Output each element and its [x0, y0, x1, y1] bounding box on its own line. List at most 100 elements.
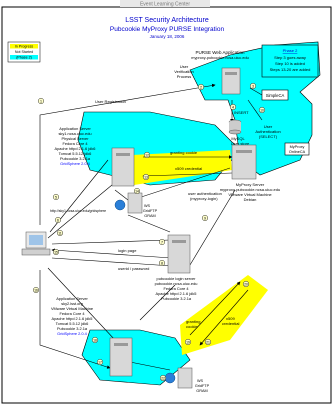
purse-web-label: PURSE Web Application — [196, 50, 245, 55]
step-marker: 3 — [249, 82, 256, 89]
server-icon — [167, 234, 191, 274]
svg-text:19: 19 — [186, 341, 190, 345]
phase2-note-line: Step 3 goes away — [274, 55, 306, 60]
app-server2-line: Pubcookie 3.2.1a — [57, 326, 88, 331]
ws-gram1-line: GRAM — [144, 214, 155, 218]
step-marker: 21 — [204, 339, 211, 346]
edge-auth-select — [247, 99, 263, 121]
phase2-note: Phase 2 Step 3 goes away Step 10 is adde… — [270, 48, 311, 72]
ws-gram1-line: WS — [144, 204, 151, 208]
step-marker: 14 — [133, 187, 140, 194]
app-server2-line: Apache httpd 2.1.6 jdk5 — [52, 316, 93, 321]
app-server2-line: Fedora Core 4 — [59, 311, 85, 316]
label-insert: INSERT — [234, 110, 249, 115]
globe-icon — [164, 372, 176, 384]
ws-gram2-line: GRAM — [196, 389, 207, 393]
label-granting-cookie-bottom-sub: cookie — [186, 324, 198, 329]
label-granting-cookie-bottom: granting — [186, 319, 200, 324]
legend-in-progress-swatch — [10, 44, 38, 49]
edge-granting-cookie-bottom — [189, 281, 241, 336]
svg-text:7: 7 — [161, 241, 163, 245]
step-marker: 18 — [91, 337, 98, 344]
simpleca-label: SimpleCA — [266, 93, 285, 98]
app-server2-line: VMware Virtual Machine — [51, 306, 93, 311]
app-server-1: Application Server sky1.ncsa.uiuc.edu Ph… — [55, 126, 135, 187]
svg-text:2: 2 — [200, 86, 202, 90]
label-user-registration: User Registration — [95, 99, 126, 104]
server-icon — [109, 337, 133, 377]
myproxy-onlineca-label: MyProxy — [290, 145, 305, 149]
ws-gram2-line: GridFTP — [195, 384, 210, 388]
ws-gram2-line: WS — [197, 379, 204, 383]
edge-server2-to-gram — [129, 361, 171, 371]
edge-login-to-server2 — [139, 284, 176, 321]
myproxy-onlineca-label-sub: OnlineCA — [289, 150, 306, 154]
legend-phase2-swatch — [10, 55, 38, 60]
user-auth-line: (SELECT) — [259, 134, 278, 139]
app-server2-line: sky2.lsst.org — [61, 301, 83, 306]
svg-text:17: 17 — [98, 361, 102, 365]
page-subtitle: Pubcookie MyProxy PURSE Integration — [110, 26, 225, 33]
database-icon-body — [229, 122, 241, 132]
svg-text:21: 21 — [206, 341, 210, 345]
svg-text:8: 8 — [161, 262, 163, 266]
edge-left-bottom — [39, 270, 111, 369]
phase2-note-line: Steps 13-20 are added — [270, 67, 311, 72]
server-icon — [127, 192, 143, 214]
edge-userid-password — [51, 257, 173, 268]
mysql-user-store: MySQL User store — [228, 119, 250, 146]
server-icon-drive — [225, 72, 237, 75]
step-marker: 11 — [57, 229, 64, 236]
svg-text:15: 15 — [54, 251, 58, 255]
legend-in-progress: In Progress — [15, 45, 34, 49]
legend-not-started-swatch — [10, 49, 38, 54]
simpleca-box — [261, 89, 289, 101]
svg-text:14: 14 — [135, 190, 139, 194]
database-icon-bottom — [228, 129, 242, 135]
svg-text:4: 4 — [232, 106, 234, 110]
legend-not-started: Not Started — [15, 50, 33, 54]
myproxy-onlineca-box — [284, 142, 310, 156]
step-marker: 9 — [201, 214, 208, 221]
globe-icon — [114, 199, 126, 211]
app-server1-line: Pubcookie 3.2.1a — [60, 156, 91, 161]
phase2-note-line: Phase 2 — [283, 48, 298, 53]
app-server1-line: Fedora Core 4 — [62, 141, 88, 146]
edge-url2 — [47, 267, 116, 341]
svg-text:22: 22 — [161, 377, 165, 381]
svg-text:1: 1 — [40, 100, 42, 104]
step-marker: 16 — [33, 287, 40, 294]
edge-simpleca — [249, 87, 263, 96]
app-server1-line: Physical Server — [61, 136, 89, 141]
edge-login-page — [51, 248, 173, 259]
pubcookie-login-server: pubcookie login server pubcookie.ncsa.ui… — [155, 234, 197, 301]
phase2-note-line: Step 10 is added — [275, 61, 305, 66]
step-marker: 13 — [142, 173, 149, 180]
svg-text:9: 9 — [204, 217, 206, 221]
app-server2-line: Tomcat 5.5.12 jdk6 — [56, 321, 89, 326]
edge-login-to-myproxy — [189, 189, 236, 266]
label-granting-cookie-top: granting cookie — [170, 150, 198, 155]
user-auth-label: User Authentication (SELECT) — [255, 124, 280, 139]
user-verification-label: User Verification Process — [174, 64, 194, 79]
step-marker: 4 — [229, 103, 236, 110]
myproxy-server: MyProxy Server myproxy-pubcookie.ncsa.ui… — [220, 144, 280, 202]
label-userid-password: userid / password — [118, 266, 149, 271]
label-url1: http://sky1.ncsa.uiuc.edu/gridsphere — [50, 209, 106, 213]
step-marker: 19 — [184, 339, 191, 346]
step-marker: 10 — [259, 106, 266, 113]
purse-web-host: myproxy-pubcookie.ncsa.uiuc.edu — [191, 56, 248, 60]
app-server1-line: Apache httpd 2.1.6 jdk6 — [55, 146, 96, 151]
yellow-band-top — [132, 150, 232, 185]
header-strip — [120, 0, 210, 7]
user-auth-line: User — [264, 124, 273, 129]
login-server-line: pubcookie login server — [157, 276, 197, 281]
svg-text:11: 11 — [58, 232, 62, 236]
edge-url1 — [47, 179, 119, 239]
legend-phase2: (Phase 2) — [16, 56, 32, 60]
app-server1-line: Tomcat 5.5.12 jdk6 — [59, 151, 92, 156]
monitor-screen — [29, 235, 43, 245]
ws-gram1-line: GridFTP — [143, 209, 158, 213]
edge-x509-top — [142, 172, 233, 178]
